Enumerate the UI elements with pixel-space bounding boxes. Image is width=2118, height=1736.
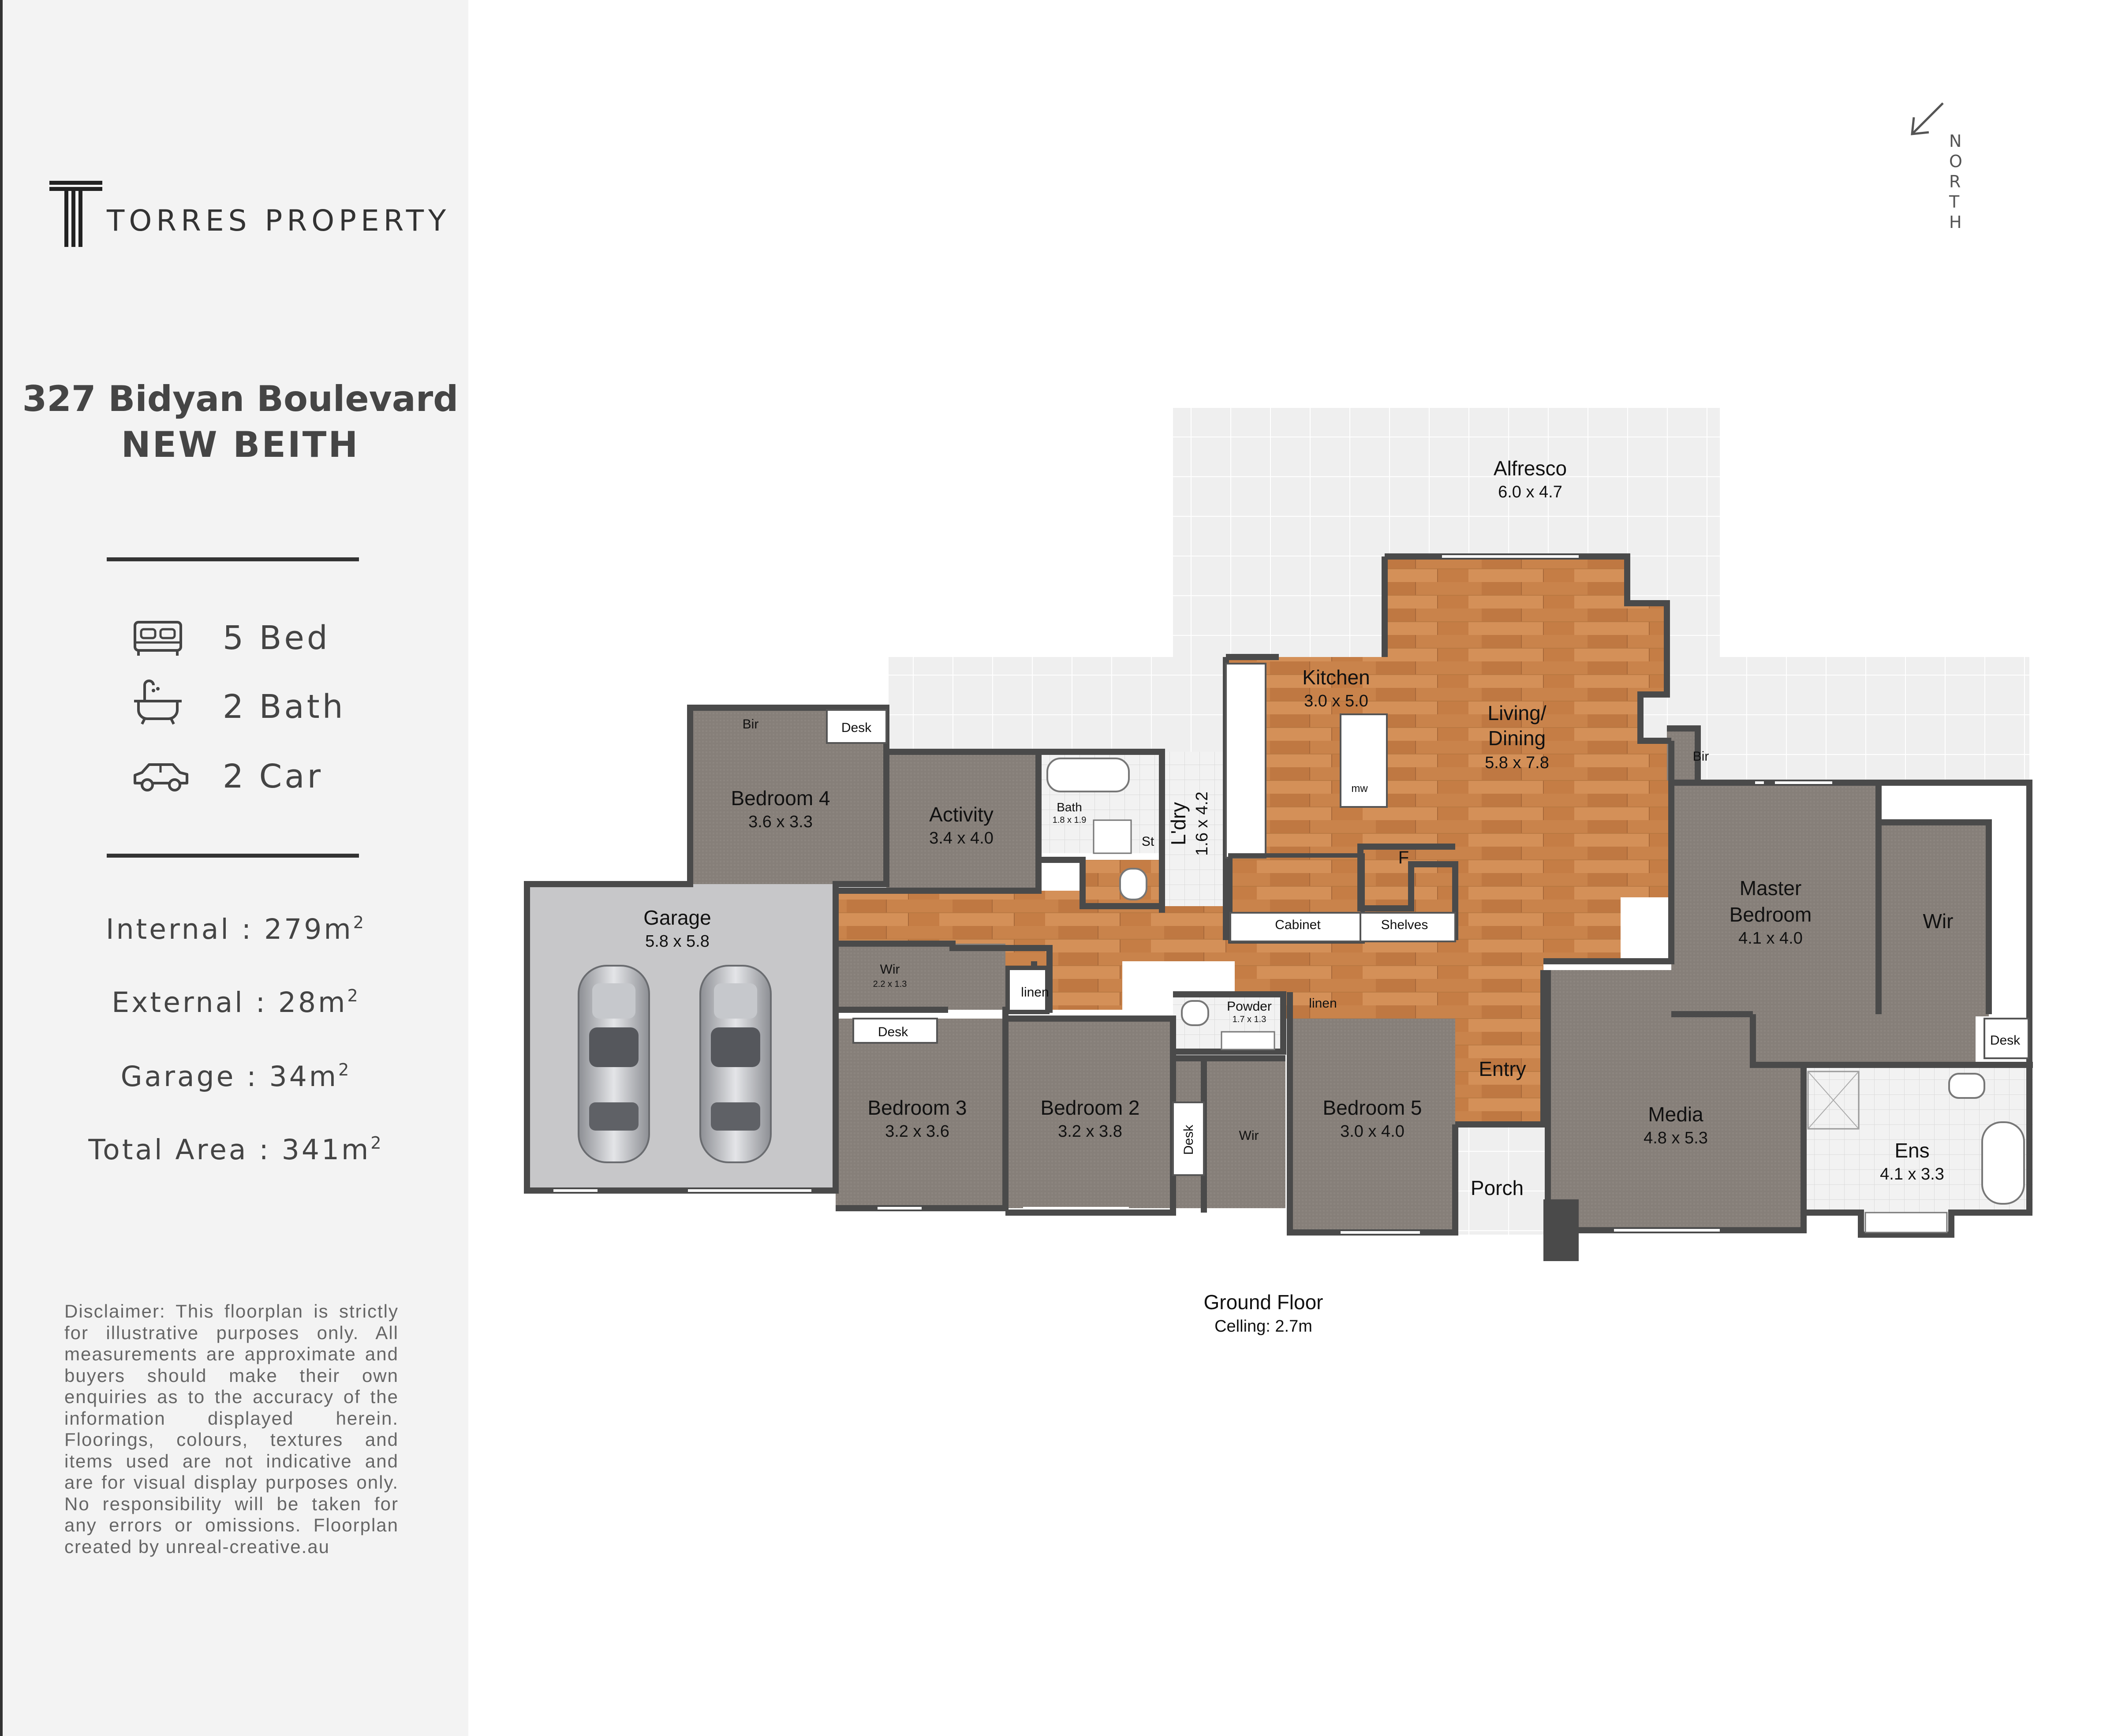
- room-living: Living/: [1488, 702, 1546, 724]
- desk-label: Desk: [878, 1025, 908, 1039]
- linen-label: linen: [1309, 996, 1337, 1011]
- desk-label: Desk: [841, 721, 872, 735]
- room-bedroom-5-size: 3.0 x 4.0: [1340, 1122, 1405, 1141]
- room-bedroom-4: Bedroom 4: [731, 787, 830, 810]
- sidebar-edge: [0, 0, 3, 1736]
- bed-icon: [134, 621, 182, 656]
- north-arrow-icon: [1911, 102, 1944, 135]
- car-illustration: [578, 965, 650, 1163]
- room-bedroom-2-size: 3.2 x 3.8: [1058, 1122, 1122, 1141]
- room-bedroom-3: Bedroom 3: [867, 1096, 967, 1119]
- bed-count: 5 Bed: [223, 619, 330, 657]
- desk-label: Desk: [1990, 1033, 2021, 1048]
- room-master-bedroom-size: 4.1 x 4.0: [1738, 929, 1803, 948]
- room-bedroom-2: Bedroom 2: [1040, 1096, 1139, 1119]
- room-wir: Wir: [1923, 910, 1954, 933]
- bir-label: Bir: [743, 717, 759, 732]
- microwave-label: mw: [1351, 783, 1368, 795]
- room-laundry-size: 1.6 x 4.2: [1193, 791, 1211, 856]
- room-alfresco-size: 6.0 x 4.7: [1498, 483, 1562, 501]
- room-living: Dining: [1488, 727, 1546, 750]
- room-media: Media: [1648, 1103, 1703, 1126]
- room-alfresco: Alfresco: [1494, 457, 1567, 480]
- room-powder-size: 1.7 x 1.3: [1233, 1015, 1266, 1024]
- compass-letter: N: [1949, 131, 1962, 151]
- car-count: 2 Car: [223, 758, 324, 795]
- bathtub-icon: [134, 679, 182, 725]
- room-bedroom-5: Bedroom 5: [1322, 1096, 1422, 1119]
- external-area: External : 28m2: [112, 986, 360, 1019]
- room-wir-size: 2.2 x 1.3: [873, 979, 907, 989]
- garage-area: Garage : 34m2: [120, 1060, 351, 1093]
- divider: [107, 854, 359, 858]
- room-wir: Wir: [1239, 1128, 1259, 1143]
- disclaimer: Disclaimer: This floorplan is strictly f…: [64, 1301, 399, 1557]
- divider: [107, 557, 359, 561]
- brand-name: TORRES PROPERTY: [107, 204, 451, 238]
- address-suburb: NEW BEITH: [121, 424, 360, 465]
- cabinet-label: Cabinet: [1275, 918, 1321, 932]
- room-bath: Bath: [1057, 800, 1082, 814]
- bir-label: Bir: [1693, 749, 1709, 764]
- linen-label: linen: [1021, 985, 1049, 1000]
- total-area: Total Area : 341m2: [88, 1133, 384, 1166]
- compass-letter: R: [1949, 172, 1961, 191]
- room-garage-size: 5.8 x 5.8: [645, 932, 710, 951]
- compass-letter: O: [1949, 152, 1962, 171]
- room-bedroom-4-size: 3.6 x 3.3: [748, 813, 813, 831]
- torres-logo-icon: [49, 181, 102, 247]
- bath-count: 2 Bath: [223, 688, 346, 726]
- shelves-label: Shelves: [1381, 918, 1428, 932]
- compass-letter: H: [1949, 213, 1962, 232]
- room-activity: Activity: [929, 803, 994, 826]
- room-wir: Wir: [880, 962, 900, 977]
- room-garage: Garage: [643, 906, 711, 929]
- room-porch: Porch: [1471, 1176, 1524, 1199]
- internal-area: Internal : 279m2: [106, 913, 366, 945]
- room-powder: Powder: [1227, 999, 1272, 1014]
- storage-label: St: [1142, 834, 1154, 849]
- address-street: 327 Bidyan Boulevard: [22, 378, 459, 419]
- room-ensuite: Ens: [1894, 1139, 1929, 1162]
- info-sidebar: [0, 0, 468, 1736]
- floor-title: Ground Floor: [1203, 1291, 1323, 1314]
- room-media-size: 4.8 x 5.3: [1644, 1129, 1708, 1147]
- room-kitchen: Kitchen: [1302, 666, 1370, 689]
- room-kitchen-size: 3.0 x 5.0: [1304, 692, 1368, 710]
- fridge-label: F: [1398, 848, 1409, 867]
- room-living-size: 5.8 x 7.8: [1485, 754, 1549, 772]
- desk-label: Desk: [1181, 1124, 1196, 1155]
- compass-letter: T: [1949, 192, 1960, 212]
- room-laundry: L'dry: [1167, 802, 1190, 845]
- room-entry: Entry: [1479, 1057, 1526, 1080]
- ceiling-height: Celling: 2.7m: [1214, 1317, 1312, 1336]
- room-bedroom-3-size: 3.2 x 3.6: [885, 1122, 949, 1141]
- room-ensuite-size: 4.1 x 3.3: [1880, 1165, 1944, 1183]
- room-activity-size: 3.4 x 4.0: [929, 829, 994, 847]
- car-illustration: [699, 965, 772, 1163]
- car-icon: [134, 763, 188, 791]
- room-master-bedroom: Master: [1740, 877, 1802, 900]
- room-bath-size: 1.8 x 1.9: [1053, 815, 1087, 825]
- room-master-bedroom: Bedroom: [1730, 903, 1812, 926]
